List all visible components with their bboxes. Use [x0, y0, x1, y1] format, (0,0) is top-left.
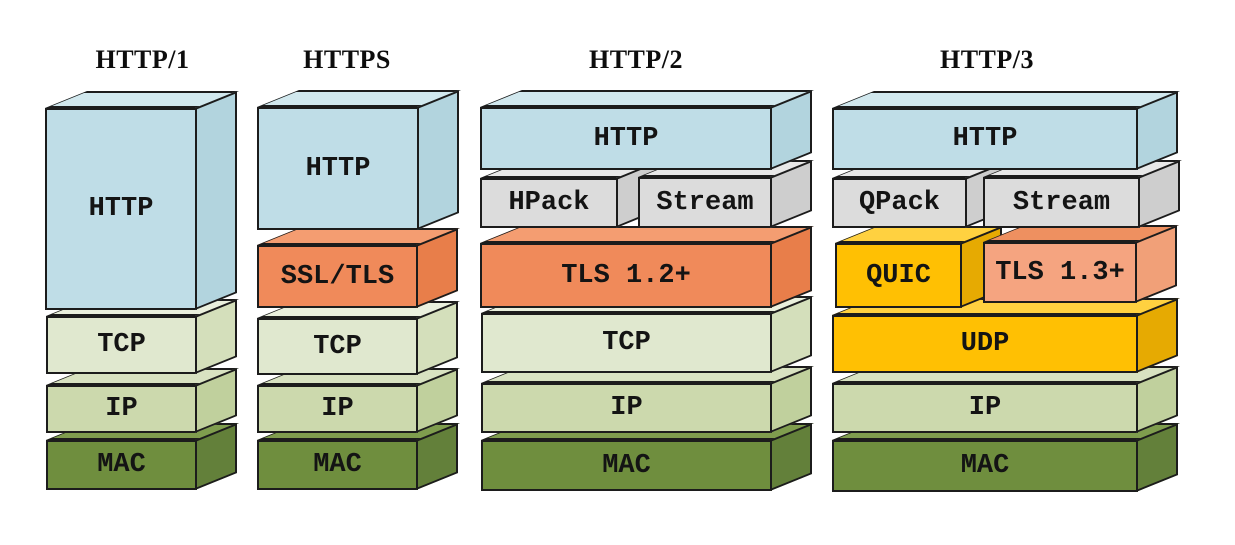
stack-title-http2: HTTP/2	[588, 45, 683, 74]
layer-box-http2-mac: MAC	[481, 440, 772, 491]
layer-label: IP	[105, 394, 138, 424]
layer-label: HTTP	[88, 194, 154, 224]
layer-box-http2-stream: Stream	[638, 177, 772, 228]
layer-label: UDP	[960, 329, 1010, 359]
layer-label: Stream	[656, 187, 754, 218]
layer-box-http2-tls12: TLS 1.2+	[480, 243, 772, 308]
layer-label: TLS 1.2+	[561, 260, 691, 291]
stack-title-http3: HTTP/3	[939, 45, 1034, 74]
layer-box-http1-ip: IP	[46, 385, 197, 433]
layer-label: TLS 1.3+	[995, 257, 1125, 288]
layer-box-http2-http: HTTP	[480, 107, 772, 170]
layer-label: IP	[610, 393, 643, 423]
layer-label: QUIC	[866, 260, 931, 291]
layer-label: TCP	[602, 328, 651, 358]
layer-label: IP	[968, 393, 1002, 423]
layer-box-http3-http: HTTP	[832, 108, 1138, 170]
layer-label: TCP	[313, 331, 362, 362]
layer-box-http3-tls13: TLS 1.3+	[983, 242, 1137, 303]
layer-box-http2-ip: IP	[481, 383, 772, 433]
stack-title-http1: HTTP/1	[95, 45, 190, 74]
layer-label: HTTP	[952, 124, 1018, 154]
layer-box-https-ssltls: SSL/TLS	[257, 245, 418, 308]
layer-label: MAC	[313, 450, 362, 480]
layer-box-https-mac: MAC	[257, 440, 418, 490]
layer-box-https-ip: IP	[257, 385, 418, 433]
layer-label: Stream	[1012, 187, 1111, 218]
layer-box-http1-tcp: TCP	[46, 316, 197, 374]
layer-label: IP	[321, 394, 354, 424]
layer-label: MAC	[97, 450, 146, 480]
layer-label: QPack	[858, 188, 940, 218]
layer-label: TCP	[97, 330, 146, 360]
layer-label: HTTP	[593, 123, 659, 154]
layer-label: HTTP	[305, 153, 371, 184]
layer-label: MAC	[602, 450, 651, 481]
layer-box-http2-tcp: TCP	[481, 313, 772, 373]
layer-box-https-http: HTTP	[257, 107, 419, 230]
layer-box-http3-stream: Stream	[983, 177, 1140, 228]
layer-box-http3-quic: QUIC	[835, 243, 962, 308]
layer-box-http3-qpack: QPack	[832, 178, 967, 228]
stack-title-https: HTTPS	[303, 45, 391, 74]
layer-box-http3-udp: UDP	[832, 315, 1138, 373]
layer-label: SSL/TLS	[280, 261, 395, 292]
layer-box-http1-http: HTTP	[45, 108, 197, 310]
layer-label: HPack	[508, 188, 590, 218]
layer-box-http3-mac: MAC	[832, 440, 1138, 492]
layer-box-https-tcp: TCP	[257, 318, 418, 375]
layer-label: MAC	[960, 451, 1010, 481]
layer-box-http2-hpack: HPack	[480, 178, 618, 228]
layer-box-http1-mac: MAC	[46, 440, 197, 490]
layer-box-http3-ip: IP	[832, 383, 1138, 433]
